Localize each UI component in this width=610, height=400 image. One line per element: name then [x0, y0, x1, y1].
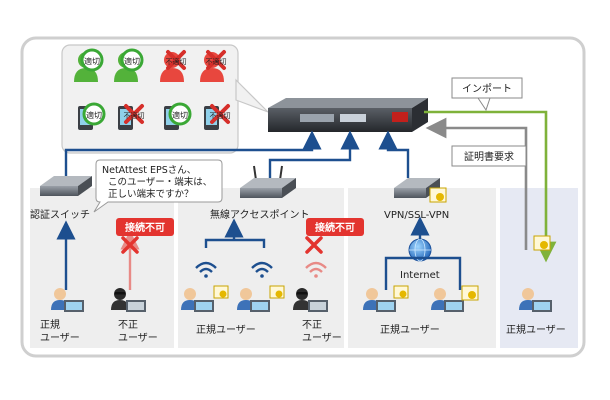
ng-label: 不適切: [206, 57, 227, 66]
import-label-box: インポート: [451, 77, 523, 112]
user-laptop-icon: [51, 288, 84, 312]
deny-label: 接続不可: [125, 221, 165, 234]
link-vpn-eps: [378, 130, 410, 178]
callout-line-1: NetAttest EPSさん、: [102, 165, 196, 176]
ok-badge-icon: 適切: [80, 48, 104, 72]
auth-switch-device: [40, 176, 92, 196]
wireless-ap-device: [240, 165, 296, 198]
policy-grid: 適切 適切 不適切 不適切 適切 不適切 適切 不適切: [61, 44, 239, 154]
wifi-icon: [251, 261, 273, 278]
user-laptop-icon: [431, 288, 464, 312]
auth-switch-label: 認証スイッチ: [30, 208, 90, 221]
ng-label: 不適切: [166, 57, 187, 66]
import-label: インポート: [462, 83, 512, 95]
legit-user-label-remote: 正規ユーザー: [506, 324, 566, 336]
zone-wired: [30, 188, 174, 348]
cert-request-label: 証明書要求: [464, 150, 514, 163]
link-ap-eps: [268, 130, 360, 178]
netattest-eps-appliance: [268, 98, 428, 132]
legit-user-label-1: 正規: [40, 319, 60, 331]
ok-label: 適切: [86, 110, 102, 120]
ng-badge-icon: 不適切: [124, 104, 145, 124]
person-icon: [160, 52, 184, 82]
rogue-user-icon: [293, 288, 328, 312]
link-switch-eps: [64, 130, 322, 178]
ok-badge-icon: 適切: [168, 102, 192, 126]
ng-label: 不適切: [210, 111, 231, 120]
certificate-icon: [269, 285, 285, 299]
certificate-icon: [461, 285, 479, 301]
wifi-icon-denied: [305, 261, 327, 278]
deny-x-icon: [305, 236, 323, 254]
deny-x-icon: [121, 236, 139, 254]
zone-remote: [500, 188, 578, 348]
rogue-user-label-wireless-1: 不正: [302, 320, 322, 331]
ok-badge-icon: 適切: [82, 102, 106, 126]
rogue-user-label-wireless-2: ユーザー: [302, 332, 342, 344]
user-laptop-icon: [237, 288, 270, 312]
deny-badge-wired: 接続不可: [116, 218, 174, 236]
callout-line-2: このユーザー・端末は、: [108, 176, 212, 188]
wifi-icon: [195, 261, 217, 278]
link-vpn-users: [384, 256, 462, 290]
legit-user-label-wireless: 正規ユーザー: [196, 324, 256, 336]
certificate-icon: [393, 285, 409, 299]
cert-request-label-box: 証明書要求: [451, 145, 527, 167]
vpn-label: VPN/SSL-VPN: [384, 210, 449, 221]
certificate-icon: [429, 187, 447, 203]
deny-badge-wireless: 接続不可: [306, 218, 364, 236]
ok-label: 適切: [84, 56, 100, 66]
rogue-user-icon: [111, 288, 146, 312]
ng-badge-icon: 不適切: [206, 50, 227, 70]
certificate-icon: [213, 285, 229, 299]
rogue-user-label-2: ユーザー: [118, 332, 158, 344]
grid-pointer: [235, 78, 269, 113]
flow-cert-request-line: [425, 117, 528, 250]
rogue-user-label-1: 不正: [118, 320, 138, 331]
ng-badge-icon: 不適切: [210, 104, 231, 124]
zone-vpn: [348, 188, 496, 348]
wireless-ap-label: 無線アクセスポイント: [210, 208, 310, 221]
ng-label: 不適切: [124, 111, 145, 120]
ok-label: 適切: [124, 56, 140, 66]
ok-badge-icon: 適切: [120, 48, 144, 72]
legit-user-label-2: ユーザー: [40, 332, 80, 344]
callout-line-3: 正しい端末ですか？: [108, 188, 194, 200]
person-icon: [200, 52, 224, 82]
deny-label: 接続不可: [315, 221, 355, 234]
internet-label: Internet: [400, 270, 440, 281]
ok-label: 適切: [172, 110, 188, 120]
user-laptop-icon: [363, 288, 396, 312]
eps-question-callout: NetAttest EPSさん、 このユーザー・端末は、 正しい端末ですか？: [93, 159, 223, 213]
user-laptop-icon: [519, 288, 552, 312]
flow-import-line: [424, 110, 557, 263]
user-laptop-icon: [181, 288, 214, 312]
certificate-icon: [533, 235, 551, 251]
legit-user-label-vpn: 正規ユーザー: [380, 324, 440, 336]
ng-badge-icon: 不適切: [166, 50, 187, 70]
